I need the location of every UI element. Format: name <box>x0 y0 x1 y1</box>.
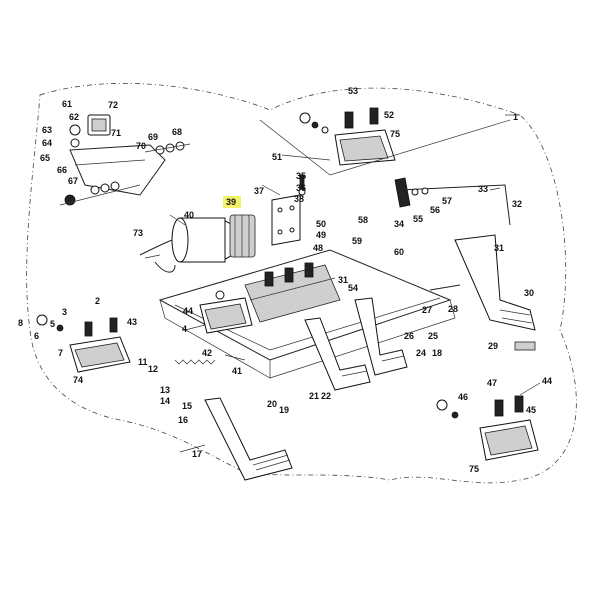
assembly-boundary <box>26 82 577 484</box>
label-71: 71 <box>111 128 121 138</box>
label-34: 34 <box>394 219 404 229</box>
label-64: 64 <box>42 138 52 148</box>
label-75: 75 <box>390 129 400 139</box>
label-44: 44 <box>183 306 193 316</box>
label-31-base: 31 <box>338 275 348 285</box>
pedal-center-left <box>304 317 371 391</box>
label-65: 65 <box>40 153 50 163</box>
label-39: 39 <box>226 197 236 207</box>
label-66: 66 <box>57 165 67 175</box>
label-40: 40 <box>184 210 194 220</box>
label-2: 2 <box>95 296 100 306</box>
label-74: 74 <box>73 375 83 385</box>
mounting-plate <box>271 174 306 246</box>
label-5: 5 <box>50 319 55 329</box>
label-18: 18 <box>432 348 442 358</box>
label-70: 70 <box>136 141 146 151</box>
return-spring <box>174 359 216 365</box>
label-31: 31 <box>494 243 504 253</box>
bottom-right-valve-block <box>436 395 539 461</box>
label-35: 35 <box>296 171 306 181</box>
mid-left-valve-block <box>199 290 253 334</box>
label-73: 73 <box>133 228 143 238</box>
label-69: 69 <box>148 132 158 142</box>
label-1: 1 <box>513 112 518 122</box>
label-3: 3 <box>62 307 67 317</box>
left-valve-block <box>36 314 131 373</box>
label-37: 37 <box>254 186 264 196</box>
label-8: 8 <box>18 318 23 328</box>
label-60: 60 <box>394 247 404 257</box>
label-12: 12 <box>148 364 158 374</box>
label-27: 27 <box>422 305 432 315</box>
highlight-marker <box>223 196 241 208</box>
label-42: 42 <box>202 348 212 358</box>
top-left-linkage-assembly <box>59 114 191 206</box>
label-48: 48 <box>313 243 323 253</box>
label-47: 47 <box>487 378 497 388</box>
label-53: 53 <box>348 86 358 96</box>
label-45: 45 <box>526 405 536 415</box>
label-58: 58 <box>358 215 368 225</box>
label-28: 28 <box>448 304 458 314</box>
label-16: 16 <box>178 415 188 425</box>
label-67: 67 <box>68 176 78 186</box>
label-51: 51 <box>272 152 282 162</box>
pedal-pad <box>514 341 536 351</box>
label-57: 57 <box>442 196 452 206</box>
label-46: 46 <box>458 392 468 402</box>
label-19: 19 <box>279 405 289 415</box>
label-54: 54 <box>348 283 358 293</box>
label-36: 36 <box>296 183 306 193</box>
lever-rod-assembly <box>394 177 511 226</box>
label-43: 43 <box>127 317 137 327</box>
leader-lines <box>144 114 541 453</box>
label-24: 24 <box>416 348 426 358</box>
pedal-left <box>204 397 293 481</box>
connecting-rod <box>429 284 461 291</box>
label-25: 25 <box>428 331 438 341</box>
label-17: 17 <box>192 449 202 459</box>
hydraulic-pump <box>139 214 256 273</box>
label-7: 7 <box>58 348 63 358</box>
label-6: 6 <box>34 331 39 341</box>
label-20: 20 <box>267 399 277 409</box>
label-59: 59 <box>352 236 362 246</box>
label-4: 4 <box>182 324 187 334</box>
label-33: 33 <box>478 184 488 194</box>
label-55: 55 <box>413 214 423 224</box>
label-62: 62 <box>69 112 79 122</box>
label-68: 68 <box>172 127 182 137</box>
label-15: 15 <box>182 401 192 411</box>
label-21: 21 <box>309 391 319 401</box>
label-75-bottom: 75 <box>469 464 479 474</box>
label-63: 63 <box>42 125 52 135</box>
label-26: 26 <box>404 331 414 341</box>
label-44-right: 44 <box>542 376 552 386</box>
label-32: 32 <box>512 199 522 209</box>
label-38: 38 <box>294 194 304 204</box>
label-14: 14 <box>160 396 170 406</box>
label-52: 52 <box>384 110 394 120</box>
top-right-valve-block <box>259 107 511 176</box>
central-control-valve <box>244 262 341 323</box>
label-30: 30 <box>524 288 534 298</box>
label-50: 50 <box>316 219 326 229</box>
pedal-center-right <box>354 297 408 376</box>
label-13: 13 <box>160 385 170 395</box>
label-11: 11 <box>138 357 148 367</box>
part-labels: 1 2 3 4 5 6 7 8 11 12 13 14 15 16 17 18 … <box>18 86 552 474</box>
pedal-right <box>454 234 536 331</box>
label-61: 61 <box>62 99 72 109</box>
label-72: 72 <box>108 100 118 110</box>
label-22: 22 <box>321 391 331 401</box>
label-49: 49 <box>316 230 326 240</box>
label-41: 41 <box>232 366 242 376</box>
label-56: 56 <box>430 205 440 215</box>
label-29: 29 <box>488 341 498 351</box>
